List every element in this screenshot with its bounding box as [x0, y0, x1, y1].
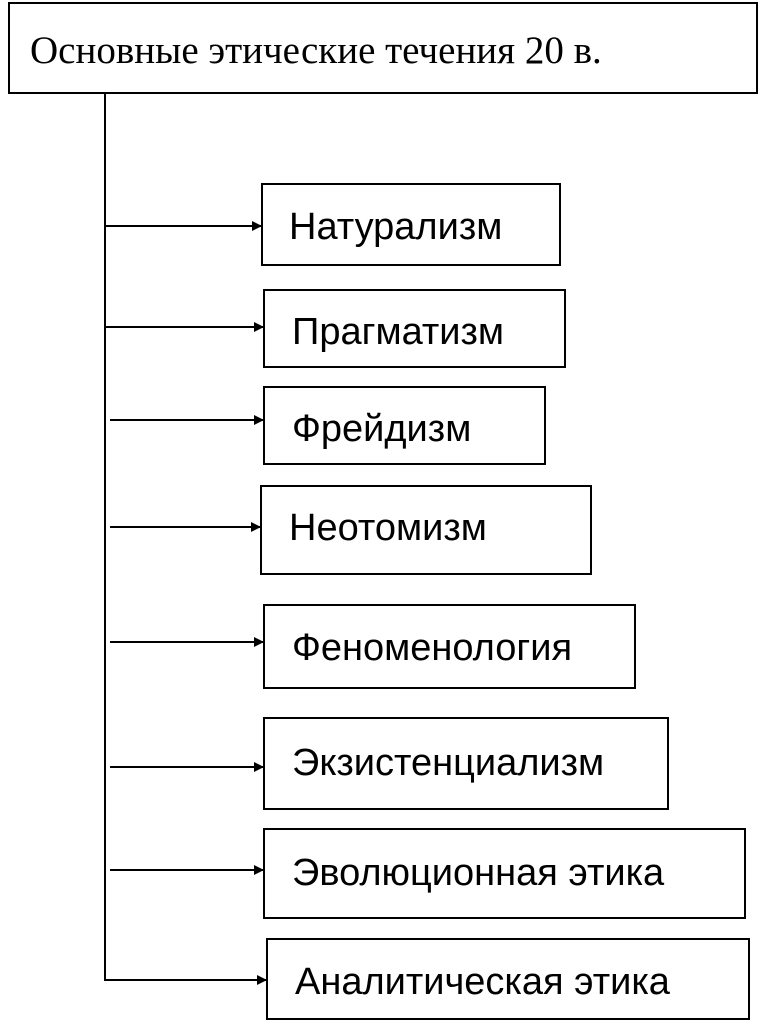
item-box-neothomism: Неотомизм	[260, 485, 592, 575]
item-box-pragmatism: Прагматизм	[263, 289, 566, 368]
title-text: Основные этические течения 20 в.	[30, 29, 602, 72]
item-box-existentialism: Экзистенциализм	[263, 717, 669, 810]
item-box-analytic-ethics: Аналитическая этика	[266, 938, 750, 1020]
item-box-evolutionary-ethics: Эволюционная этика	[263, 828, 746, 919]
item-label: Экзистенциализм	[292, 742, 605, 784]
item-label: Феноменология	[292, 627, 573, 669]
item-label: Натурализм	[289, 206, 503, 248]
item-label: Фрейдизм	[292, 408, 472, 450]
item-label: Прагматизм	[292, 311, 505, 353]
item-box-freudism: Фрейдизм	[263, 386, 546, 465]
item-box-phenomenology: Феноменология	[263, 604, 636, 689]
item-label: Эволюционная этика	[292, 852, 665, 894]
item-label: Аналитическая этика	[295, 961, 670, 1003]
item-box-naturalism: Натурализм	[261, 183, 561, 266]
title-box: Основные этические течения 20 в.	[8, 2, 758, 94]
item-label: Неотомизм	[289, 507, 487, 549]
